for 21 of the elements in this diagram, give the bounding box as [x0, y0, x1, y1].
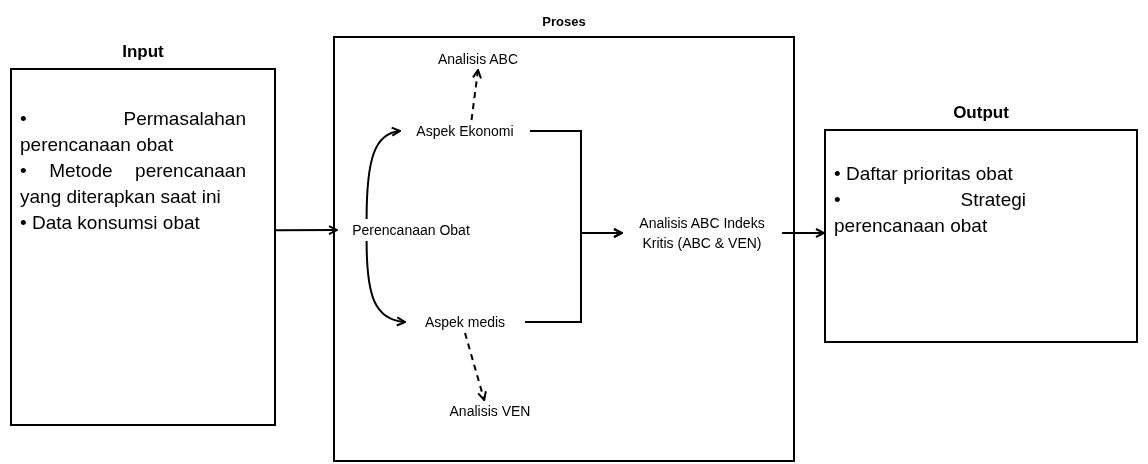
panel-heading: Input	[122, 43, 164, 63]
panel-heading: Proses	[542, 15, 586, 31]
arrow	[524, 228, 623, 323]
step-label: Aspek Ekonomi	[400, 120, 530, 142]
arrow	[464, 332, 487, 401]
step-label: Aspek medis	[405, 311, 525, 333]
panel-heading: Output	[953, 104, 1009, 124]
step-label: Analisis ABC Indeks Kritis (ABC & VEN)	[622, 212, 782, 254]
step-label: Analisis ABC	[420, 48, 536, 70]
step-label: Analisis VEN	[432, 400, 548, 422]
bullet-item: • Strategi perencanaan obat	[834, 188, 1026, 238]
arrow	[470, 69, 482, 121]
bullet-item: • Daftar prioritas obat	[834, 162, 1014, 186]
arrow	[781, 228, 825, 238]
step-label: Perencanaan Obat	[337, 219, 485, 241]
arrow	[365, 127, 401, 220]
arrow	[275, 225, 338, 235]
arrow	[365, 240, 406, 326]
bullet-item: • Metode perencanaan yang diterapkan saat ini	[20, 159, 246, 209]
bullet-item: • Data konsumsi obat	[20, 211, 201, 235]
bullet-item: • Permasalahan perencanaan obat	[20, 107, 246, 157]
